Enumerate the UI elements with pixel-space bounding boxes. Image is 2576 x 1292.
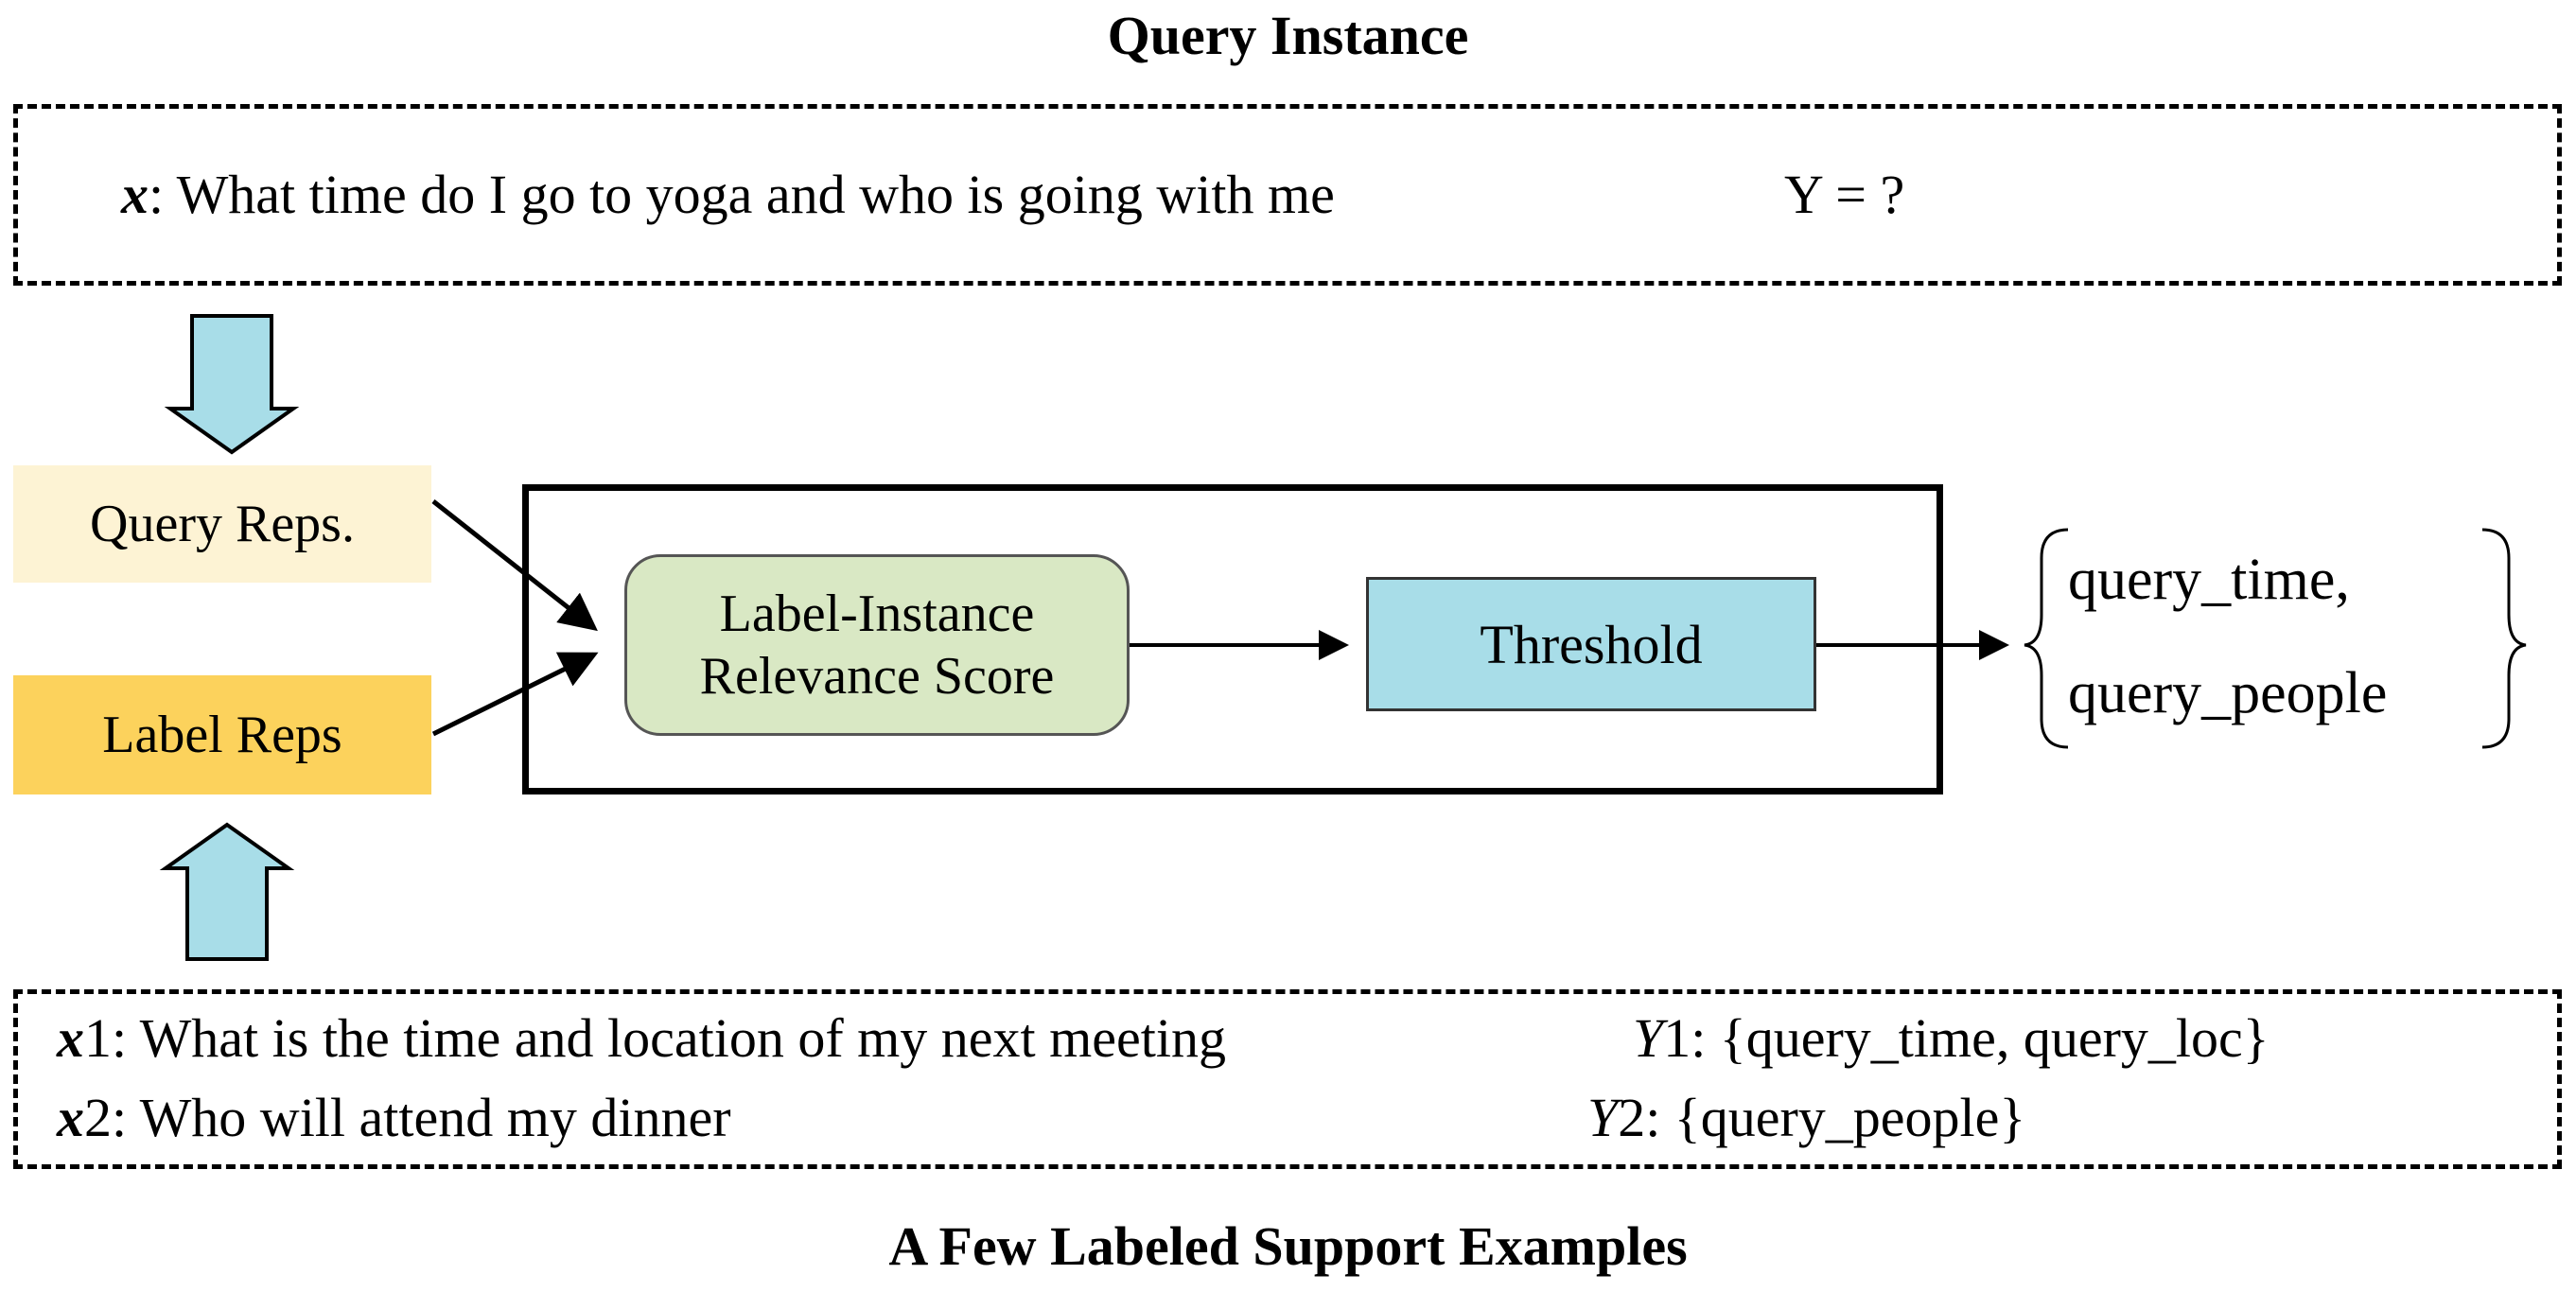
support-examples-title: A Few Labeled Support Examples xyxy=(888,1215,1688,1277)
threshold-box: Threshold xyxy=(1366,577,1816,711)
label-to-score-arrow xyxy=(431,652,599,737)
output-label-1: query_time, xyxy=(2068,548,2350,612)
down-arrow-icon xyxy=(164,314,300,455)
x-symbol: x xyxy=(121,164,149,225)
query-instance-title: Query Instance xyxy=(1107,5,1469,66)
query-reps-box: Query Reps. xyxy=(13,465,431,583)
x2-index: 2 xyxy=(84,1087,112,1148)
y2-index: 2 xyxy=(1618,1087,1646,1148)
output-right-brace xyxy=(2481,528,2527,749)
support-sentence-2: : Who will attend my dinner xyxy=(112,1087,731,1148)
x1-symbol: x xyxy=(57,1007,84,1069)
support-example-1-text: x1: What is the time and location of my … xyxy=(57,1006,1226,1070)
query-y-unknown: Y = ? xyxy=(1784,164,1905,225)
relevance-score-line1: Label-Instance xyxy=(719,584,1035,643)
label-reps-label: Label Reps xyxy=(102,706,342,764)
support-examples-box xyxy=(13,989,2562,1169)
query-instance-text: x: What time do I go to yoga and who is … xyxy=(121,163,1335,226)
support-example-2-labels: Y2: {query_people} xyxy=(1587,1086,2025,1149)
support-example-2-text: x2: Who will attend my dinner xyxy=(57,1086,731,1149)
model-box xyxy=(522,484,1943,794)
support-labels-2: : {query_people} xyxy=(1645,1087,2026,1148)
query-sentence: : What time do I go to yoga and who is g… xyxy=(149,164,1335,225)
x2-symbol: x xyxy=(57,1087,84,1148)
query-instance-box xyxy=(13,104,2562,286)
support-labels-1: : {query_time, query_loc} xyxy=(1691,1007,2269,1069)
y1-symbol: Y xyxy=(1633,1007,1664,1069)
y1-index: 1 xyxy=(1663,1007,1691,1069)
output-label-2: query_people xyxy=(2068,661,2388,725)
threshold-label: Threshold xyxy=(1480,613,1703,675)
relevance-score-line2: Relevance Score xyxy=(699,647,1055,706)
x1-index: 1 xyxy=(84,1007,112,1069)
support-sentence-1: : What is the time and location of my ne… xyxy=(112,1007,1226,1069)
query-to-score-arrow xyxy=(431,499,598,632)
query-reps-label: Query Reps. xyxy=(90,495,355,553)
output-left-brace xyxy=(2024,528,2069,749)
y2-symbol: Y xyxy=(1587,1087,1619,1148)
label-reps-box: Label Reps xyxy=(13,675,431,794)
support-example-1-labels: Y1: {query_time, query_loc} xyxy=(1633,1006,2269,1070)
relevance-score-box: Label-Instance Relevance Score xyxy=(624,554,1130,736)
up-arrow-icon xyxy=(159,822,295,961)
